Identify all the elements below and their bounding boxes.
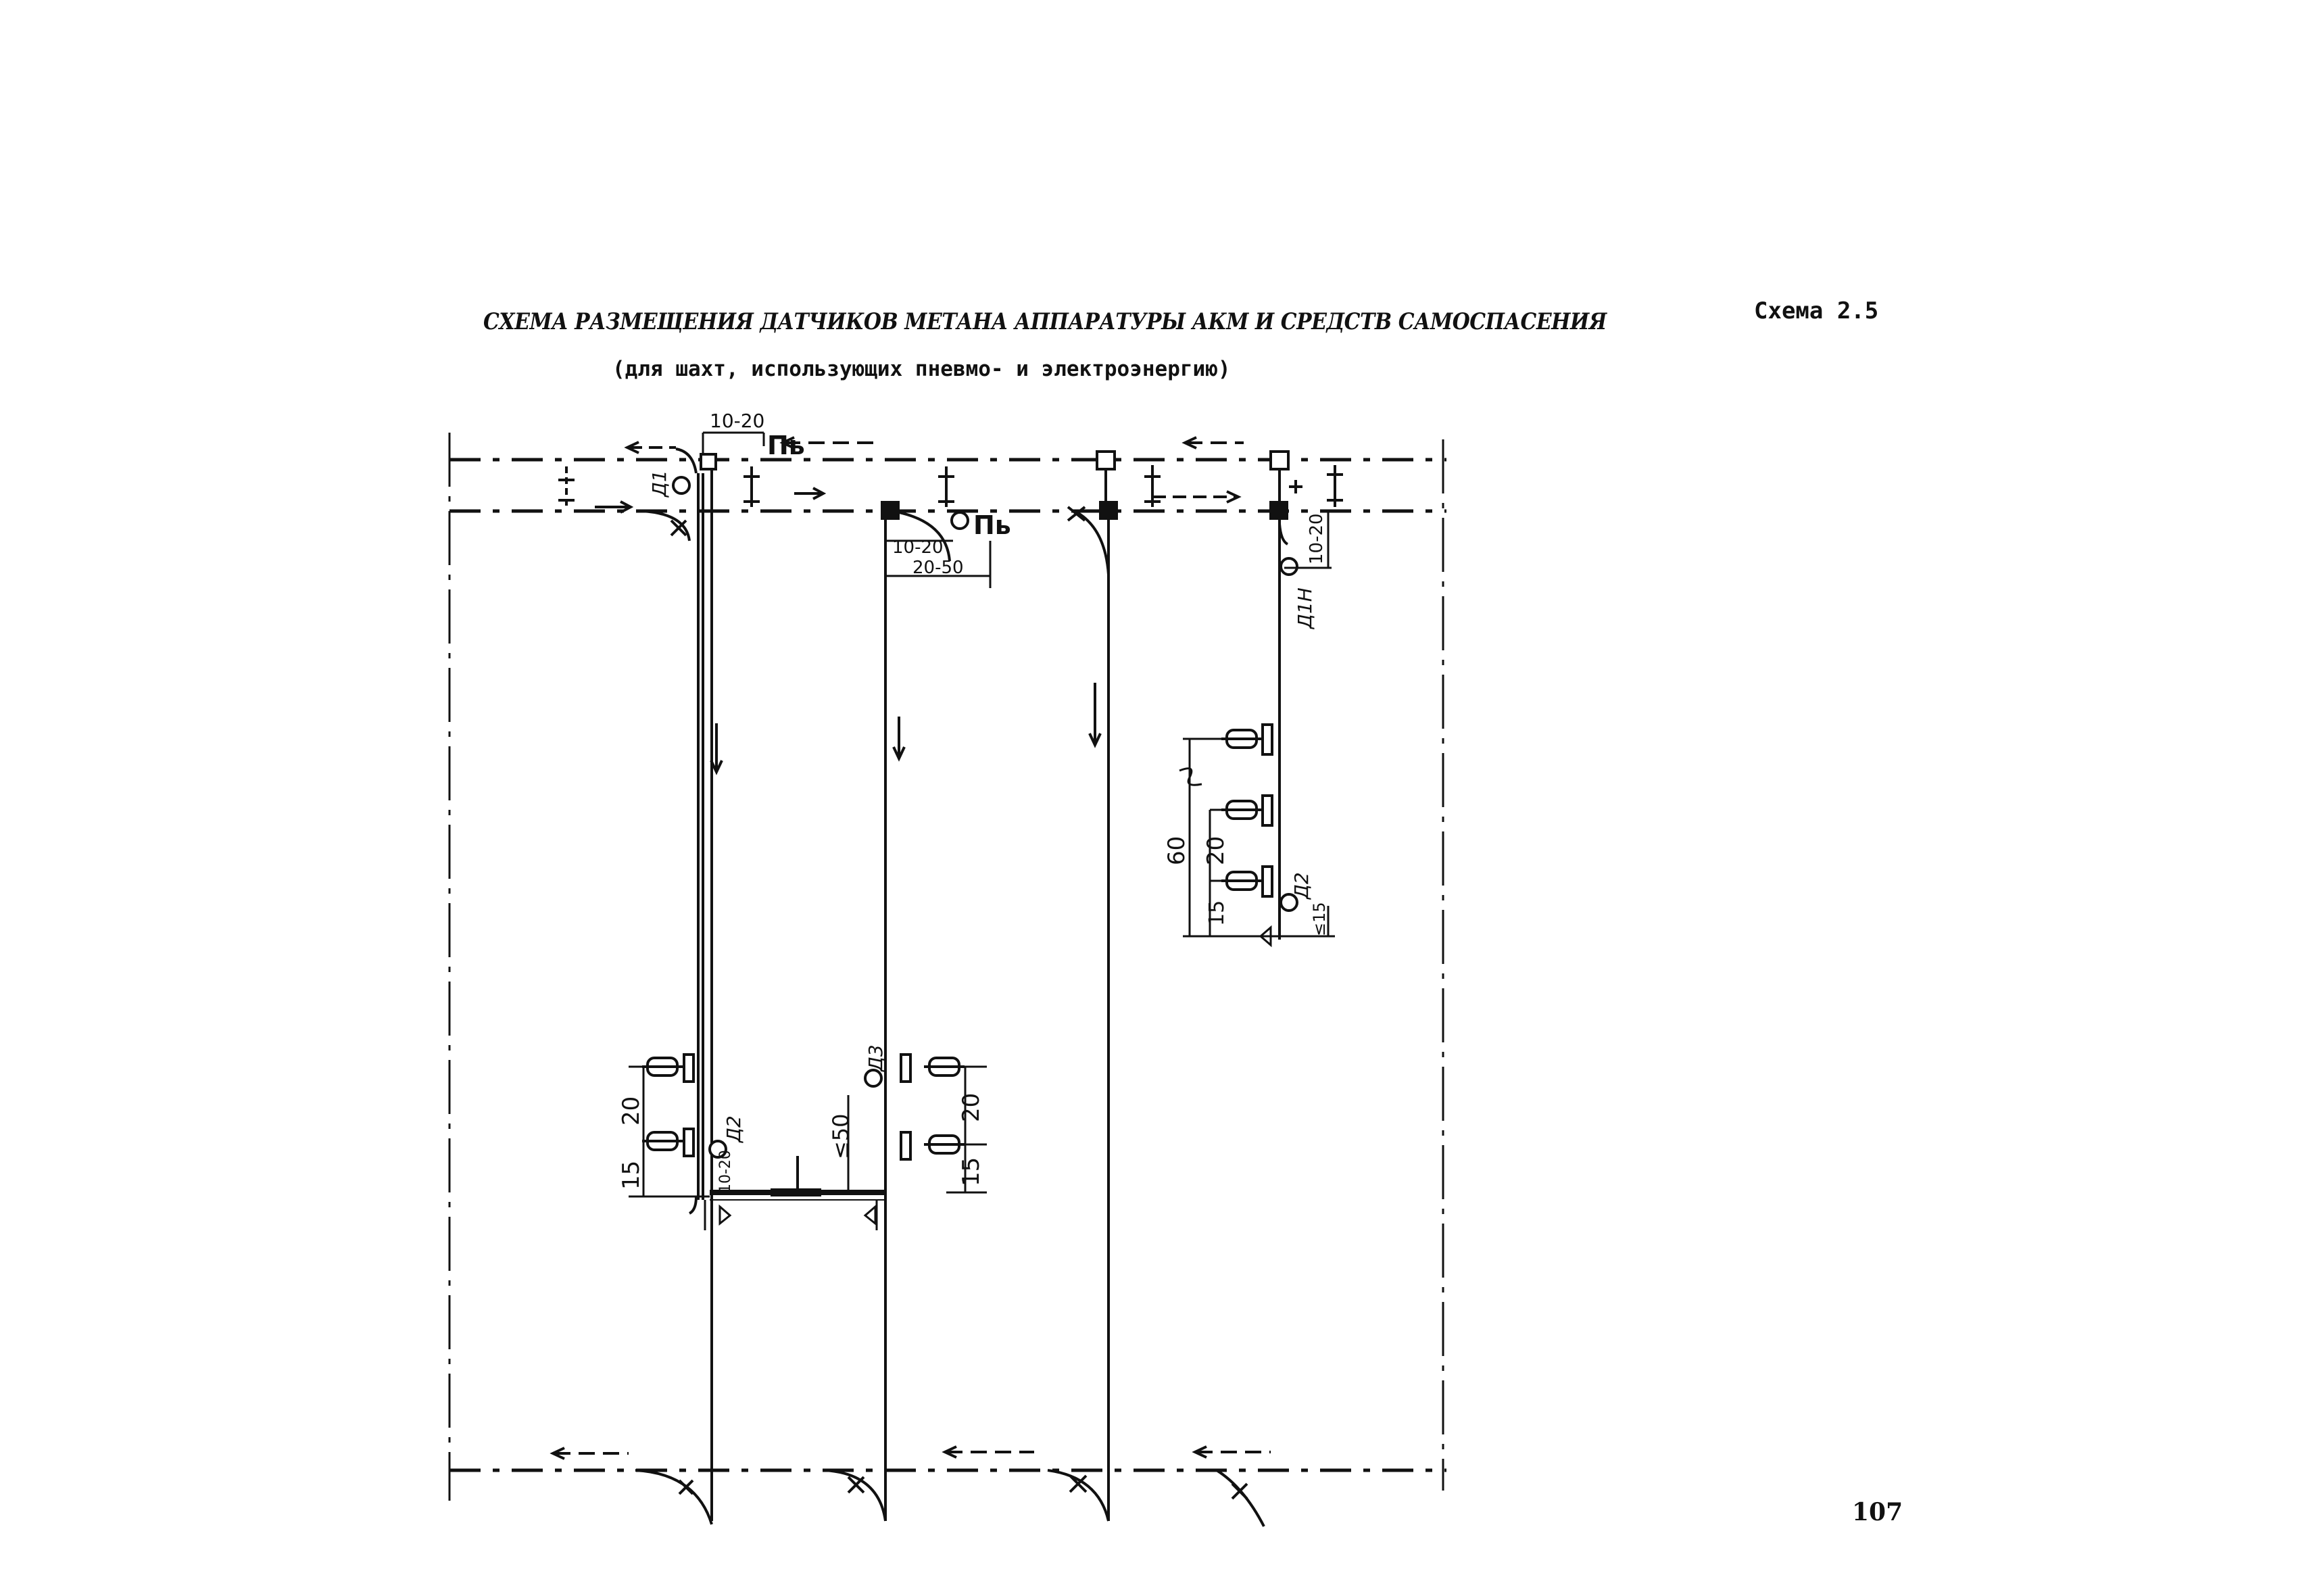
rescuer-station [900, 1131, 965, 1161]
airflow-arrow-bottom-1 [550, 1447, 629, 1460]
airflow-arrow-bottom-3 [1192, 1445, 1271, 1459]
label-sensor-a3: Д3 [864, 1044, 887, 1073]
box-filled [1099, 501, 1118, 520]
label-dim-20-left: 20 [618, 1096, 645, 1126]
box-open [700, 453, 717, 470]
label-rescue-mid: Пь [973, 510, 1011, 540]
air-flow-arrows [550, 436, 1271, 1460]
working-2-curve [892, 510, 951, 562]
label-dim-20-mid: 20 [958, 1093, 985, 1122]
rescuer-station [1221, 794, 1273, 827]
rescuer-station [1221, 865, 1273, 898]
cross-marker [558, 466, 575, 507]
break-mark [1179, 767, 1202, 786]
workings [641, 448, 1289, 1521]
box-open [1269, 450, 1290, 470]
sensor-circle-a1 [672, 476, 691, 495]
sensor-circle-mid [950, 511, 969, 530]
cross-marker [1289, 480, 1302, 493]
working-4-curve [1278, 523, 1289, 546]
label-dim-20-right: 20 [1202, 836, 1229, 865]
airflow-arrow-top-right-1 [779, 436, 879, 450]
barrier-marks [670, 506, 1248, 1500]
label-dim-mid: 10-20 [892, 537, 944, 558]
label-dim-60: 60 [1163, 836, 1190, 865]
cross-marker [938, 466, 954, 507]
label-dim-50: ≤50 [828, 1113, 854, 1159]
label-sensor-a1: Д1 [648, 470, 671, 498]
barrier-mark [1069, 1474, 1088, 1493]
telephone-markers [704, 925, 1272, 1230]
phone-marker [718, 1204, 732, 1226]
cross-marker [744, 466, 760, 507]
working-1-curve-bottom [641, 510, 691, 541]
sensor-circle-a1n [1280, 557, 1298, 576]
rescuer-station [900, 1053, 965, 1083]
label-dim-right: 10-20 [1307, 513, 1327, 564]
phone-marker [863, 1204, 877, 1226]
label-sensor-a2-right: Д2 [1290, 872, 1313, 900]
barrier-mark [678, 1479, 694, 1495]
bottom-junctions [635, 1469, 1265, 1527]
label-sensor-a2-left: Д2 [723, 1115, 745, 1144]
rescuer-station [1221, 723, 1273, 756]
self-rescuer-stations [642, 723, 1273, 1161]
junction-4-curve [1215, 1469, 1265, 1527]
working-1-curve-top [675, 448, 698, 474]
label-dim-15-mid: 15 [958, 1157, 985, 1186]
working-3-curve [1074, 510, 1110, 575]
cross-marker [1327, 465, 1343, 507]
sensor-circle-a2-right [1280, 893, 1298, 912]
junction-2-curve [824, 1469, 887, 1522]
junction-boxes [700, 450, 1290, 520]
cross-marker [1144, 465, 1161, 507]
airflow-arrow-bottom-2 [942, 1445, 1034, 1459]
barrier-mark [670, 519, 687, 537]
sensor-circle-a2-left [708, 1140, 727, 1159]
diagram-subtitle: (для шахт, использующих пневмо- и электр… [612, 357, 1231, 381]
box-filled [881, 501, 900, 520]
barrier-mark [1231, 1482, 1248, 1500]
rescuer-station [642, 1053, 695, 1083]
label-dim-top: 10-20 [710, 410, 764, 432]
barrier-mark [1067, 506, 1086, 522]
airflow-arrow-mid-left [794, 487, 827, 500]
airflow-arrow-right-side [1181, 436, 1244, 450]
box-filled [1269, 501, 1288, 520]
sensor-circle-a3 [864, 1069, 883, 1088]
junction-1-curve [635, 1469, 713, 1525]
label-dim-15-left: 15 [618, 1161, 645, 1190]
label-rescue-top: Пь [767, 431, 805, 460]
rescuer-station [642, 1128, 695, 1157]
page-number: 107 [1852, 1498, 1903, 1526]
label-dim-15-small: ≤15 [1310, 902, 1329, 936]
airflow-arrow-left-lower [595, 500, 634, 514]
scheme-number: Схема 2.5 [1754, 297, 1879, 324]
diagram-labels: 10-20 Пь Пь 10-20 20-50 10-20 Д1 Д2 Д3 Д… [618, 410, 1329, 1193]
airflow-arrow-mid-right [1152, 490, 1242, 504]
box-open [1096, 450, 1116, 470]
methane-sensors [672, 476, 1298, 1159]
airflow-arrow-left [624, 441, 676, 454]
boundary-lines [448, 433, 1444, 1501]
label-sensor-a1n: Д1Н [1294, 587, 1316, 630]
ventilation-crosses [558, 465, 1343, 507]
label-dim-20-50: 20-50 [912, 558, 964, 578]
airflow-arrow-down-2 [892, 717, 906, 762]
barrier-mark [847, 1476, 865, 1494]
label-dim-15-right: 15 [1205, 900, 1229, 926]
airflow-arrow-down-1 [710, 723, 723, 775]
airflow-arrow-down-3 [1088, 683, 1102, 748]
working-1-curve-foot [688, 1196, 698, 1215]
dimension-lines [629, 431, 1335, 1198]
label-dim-10-left: 10-20 [717, 1150, 734, 1193]
junction-3-curve [1047, 1469, 1110, 1522]
